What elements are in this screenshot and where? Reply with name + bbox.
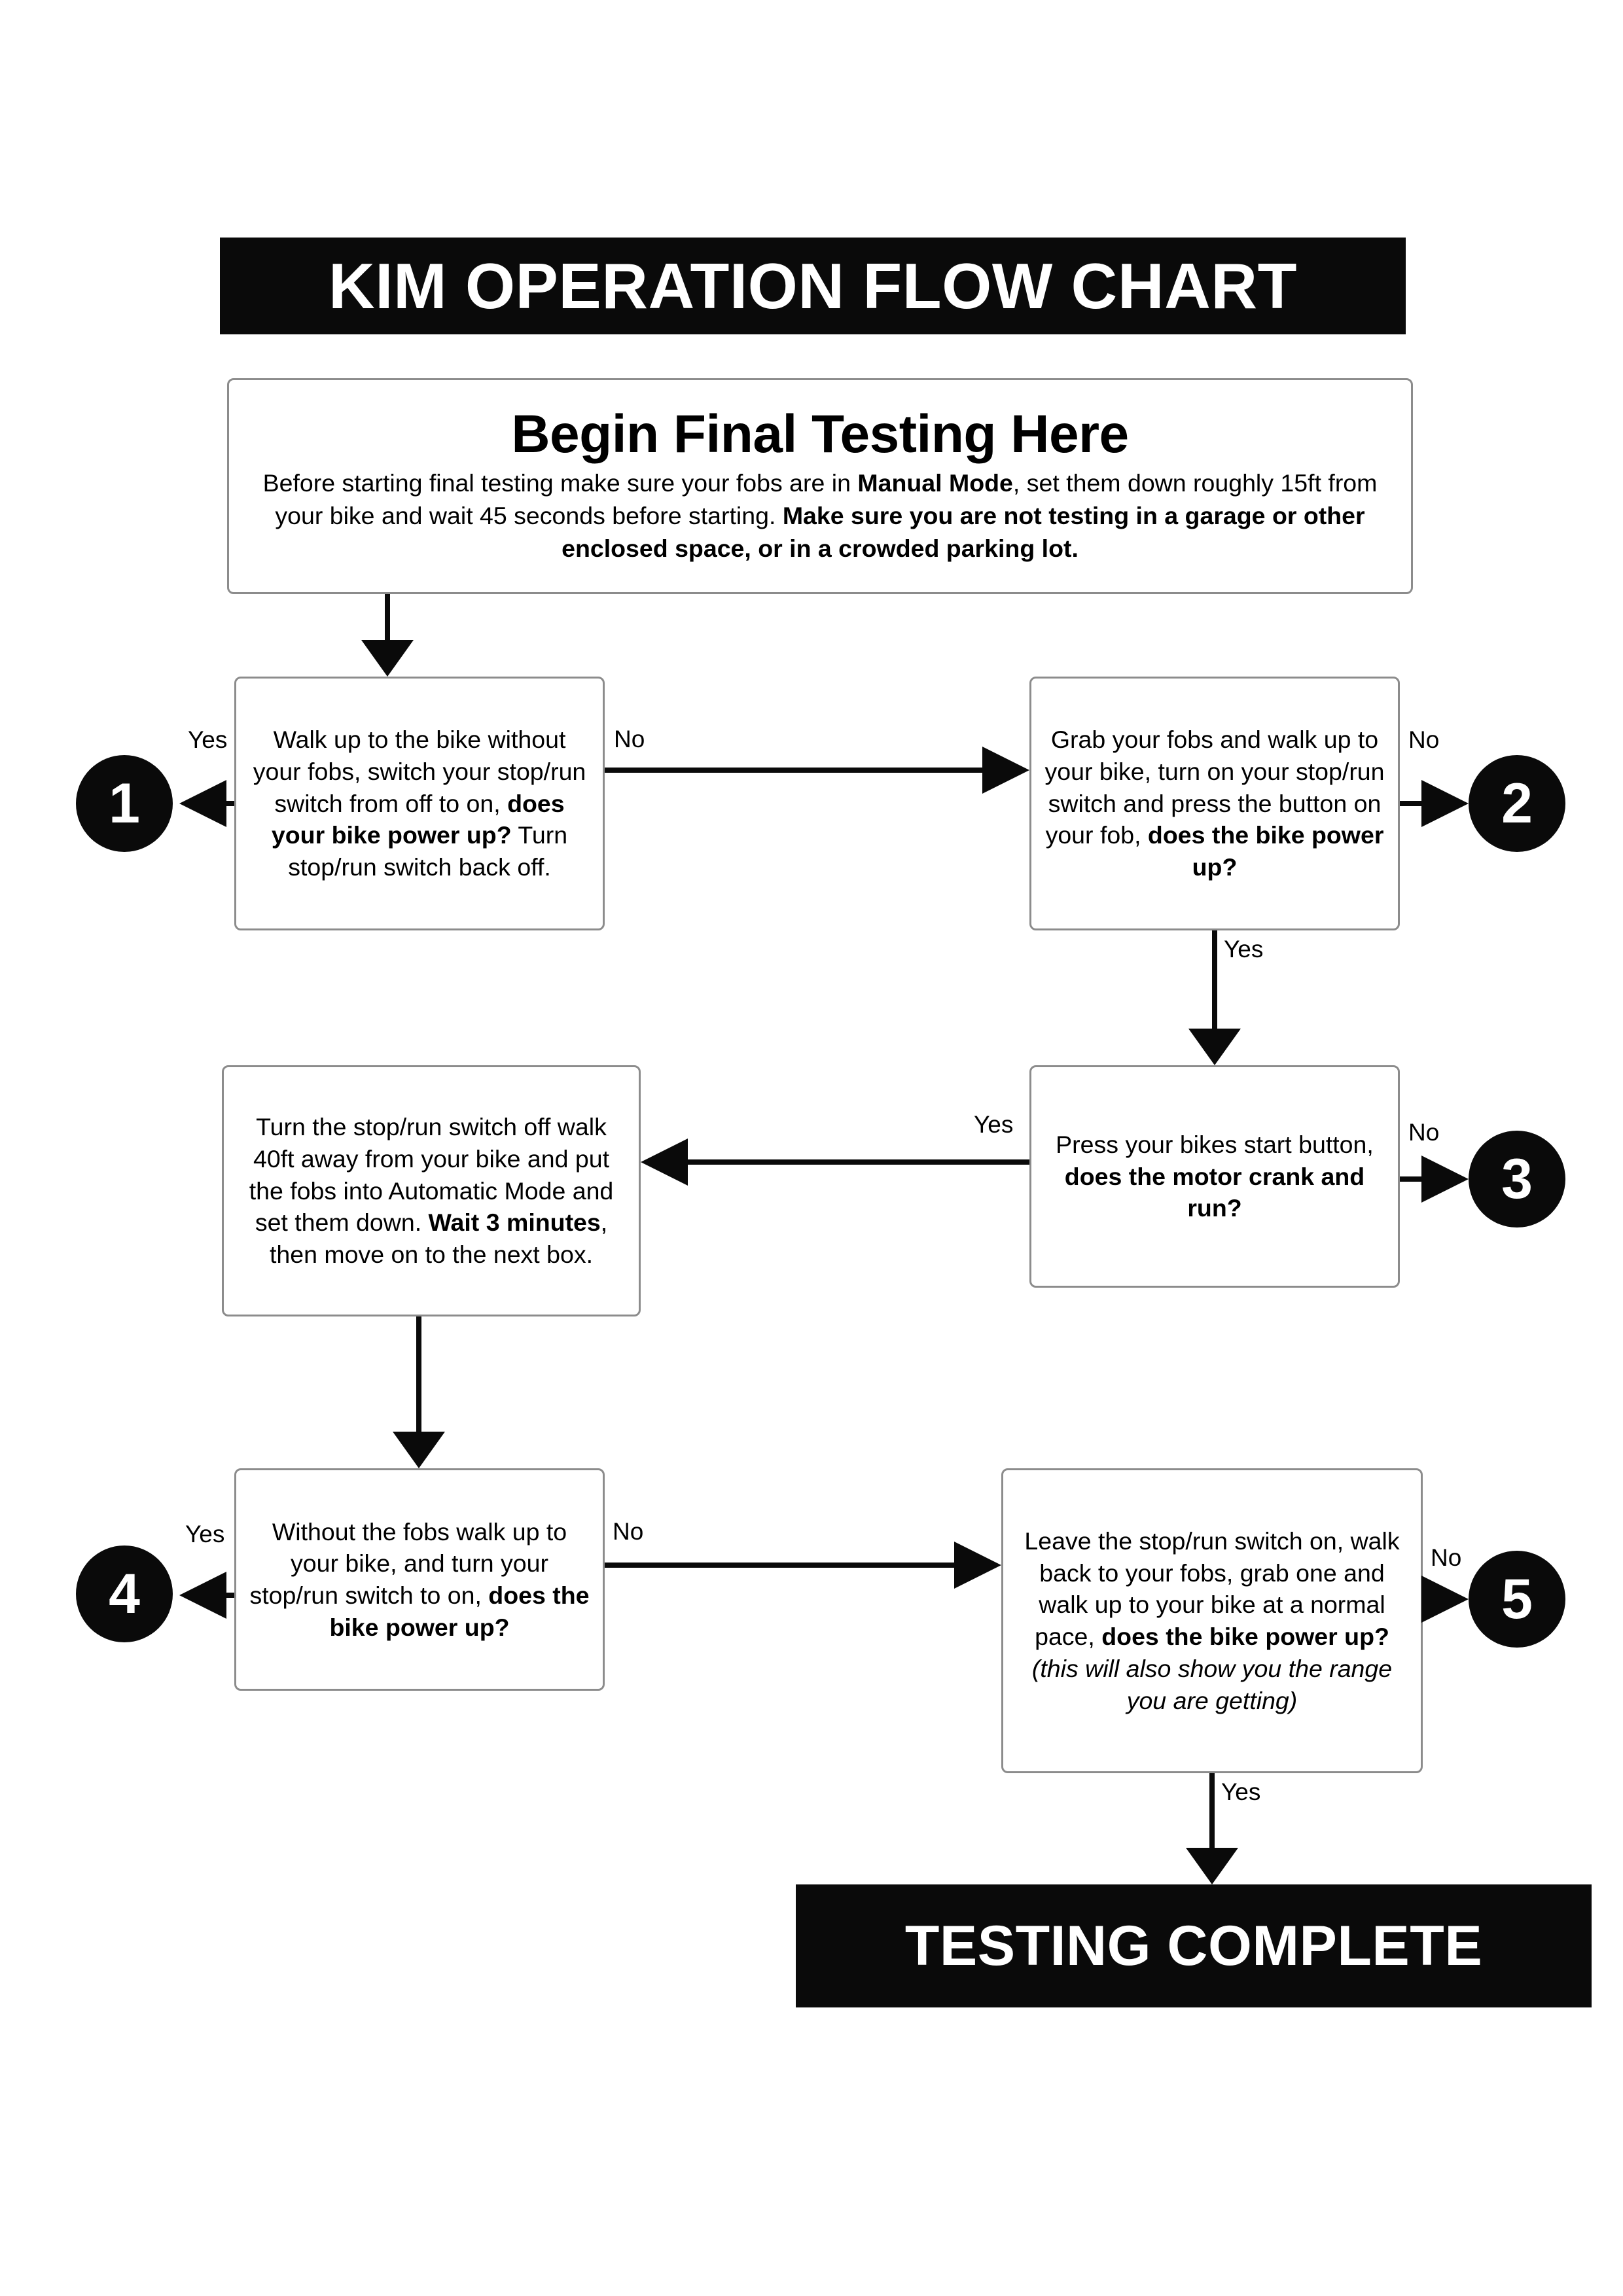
edge-label-box2-no: No	[1408, 726, 1440, 753]
badge-3-number: 3	[1501, 1148, 1533, 1210]
badge-4-number: 4	[109, 1563, 140, 1625]
box2-part1: Grab your fobs and walk up to your bike,…	[1044, 726, 1385, 849]
edge-label-box5-no: No	[1431, 1544, 1462, 1571]
edge-label-box1-no: No	[614, 726, 645, 752]
step-box-3-text: Press your bikes start button, does the …	[1042, 1129, 1387, 1224]
intro-body: Before starting final testing make sure …	[251, 467, 1389, 565]
step-box-wait-text: Turn the stop/run switch off walk 40ft a…	[234, 1111, 628, 1271]
edge-label-box5-yes: Yes	[1221, 1778, 1261, 1805]
badge-2: 2	[1469, 755, 1565, 852]
intro-body-bold1: Manual Mode	[857, 469, 1013, 497]
step-box-3: Press your bikes start button, does the …	[1029, 1065, 1400, 1288]
badge-5: 5	[1469, 1551, 1565, 1648]
intro-body-part2: , set them down roughly 15ft from your b…	[275, 469, 1378, 529]
testing-complete-text: TESTING COMPLETE	[904, 1914, 1483, 1977]
badge-4: 4	[76, 1545, 173, 1642]
edge-label-box4-yes: Yes	[185, 1521, 225, 1547]
step-box-4: Without the fobs walk up to your bike, a…	[234, 1468, 605, 1691]
box5-italic1: (this will also show you the range you a…	[1031, 1654, 1393, 1714]
box1-part1: Walk up to the bike without your fobs, s…	[253, 726, 586, 817]
badge-3: 3	[1469, 1131, 1565, 1227]
step-box-1-text: Walk up to the bike without your fobs, s…	[247, 724, 592, 883]
edge-label-box1-yes: Yes	[188, 726, 228, 753]
badge-5-number: 5	[1501, 1568, 1533, 1631]
intro-body-part1: Before starting final testing make sure …	[262, 469, 858, 497]
box5-part1: Leave the stop/run switch on, walk back …	[1024, 1527, 1400, 1650]
badge-1: 1	[76, 755, 173, 852]
wait-bold1: Wait 3 minutes	[428, 1209, 601, 1237]
testing-complete-banner: TESTING COMPLETE	[796, 1884, 1592, 2007]
box1-bold1: does your bike power up?	[271, 789, 565, 849]
edge-label-box3-yes: Yes	[974, 1111, 1014, 1138]
chart-title-text: KIM OPERATION FLOW CHART	[328, 249, 1298, 322]
box3-bold1: does the motor crank and run?	[1064, 1162, 1365, 1222]
intro-box: Begin Final Testing Here Before starting…	[227, 378, 1413, 594]
step-box-2-text: Grab your fobs and walk up to your bike,…	[1042, 724, 1387, 883]
intro-body-bold2: Make sure you are not testing in a garag…	[562, 501, 1365, 562]
box4-part1: Without the fobs walk up to your bike, a…	[249, 1517, 567, 1610]
box3-part1: Press your bikes start button,	[1056, 1130, 1374, 1158]
edge-label-box4-no: No	[613, 1518, 644, 1545]
box5-bold1: does the bike power up?	[1101, 1623, 1389, 1650]
wait-part2: , then move on to the next box.	[269, 1209, 608, 1269]
badge-1-number: 1	[109, 772, 140, 835]
step-box-wait: Turn the stop/run switch off walk 40ft a…	[222, 1065, 641, 1316]
intro-heading: Begin Final Testing Here	[511, 404, 1129, 465]
badge-2-number: 2	[1501, 772, 1533, 835]
edge-label-box3-no: No	[1408, 1119, 1440, 1146]
chart-title-banner: KIM OPERATION FLOW CHART	[220, 238, 1406, 334]
wait-part1: Turn the stop/run switch off walk 40ft a…	[249, 1113, 614, 1237]
step-box-1: Walk up to the bike without your fobs, s…	[234, 677, 605, 930]
box2-bold1: does the bike power up?	[1147, 821, 1384, 881]
box1-part2: Turn stop/run switch back off.	[288, 821, 568, 881]
edge-label-box2-yes: Yes	[1224, 936, 1264, 963]
box4-bold1: does the bike power up?	[329, 1581, 590, 1641]
step-box-4-text: Without the fobs walk up to your bike, a…	[247, 1516, 592, 1644]
step-box-5-text: Leave the stop/run switch on, walk back …	[1014, 1525, 1410, 1717]
step-box-2: Grab your fobs and walk up to your bike,…	[1029, 677, 1400, 930]
